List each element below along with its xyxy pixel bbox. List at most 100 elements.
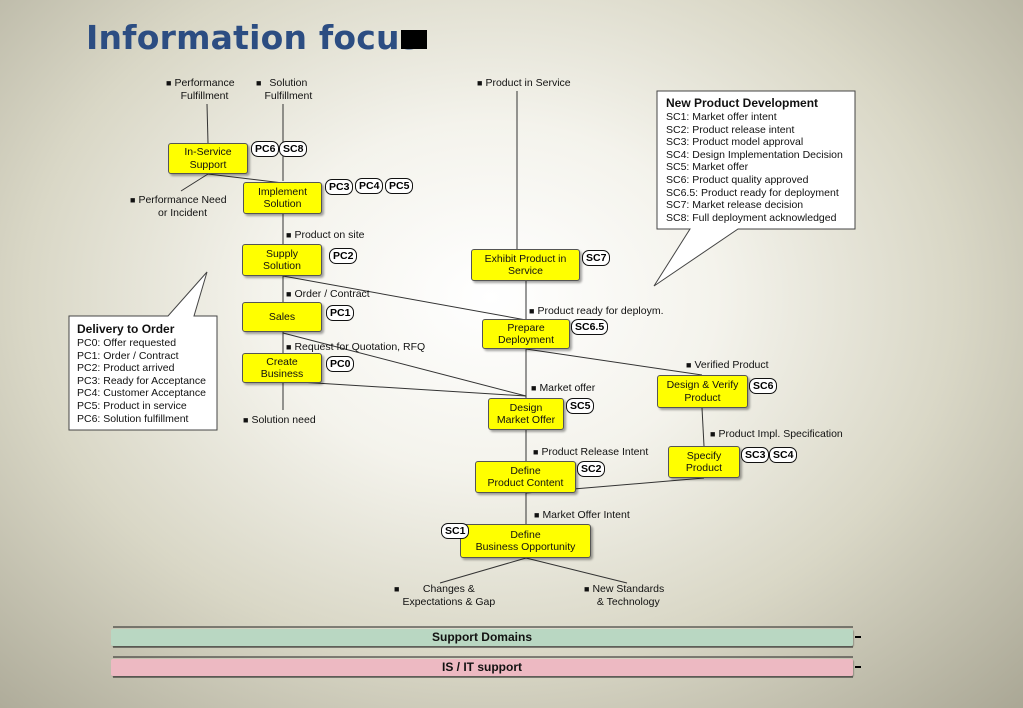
label-market-offer: ■Market offer xyxy=(531,382,596,394)
dto-item: PC1: Order / Contract xyxy=(77,349,179,362)
connector-support-to-implement xyxy=(207,173,284,184)
label-product-on-site: ■Product on site xyxy=(286,229,365,241)
tag-sc3: SC3 xyxy=(741,447,770,463)
sales-box[interactable]: Sales xyxy=(242,302,322,332)
dto-item: PC5: Product in service xyxy=(77,399,187,412)
is-it-support-band-end xyxy=(855,666,861,668)
tag-pc5: PC5 xyxy=(385,178,414,194)
bullet-icon: ■ xyxy=(286,289,292,299)
bullet-icon: ■ xyxy=(529,306,535,316)
tag-sc2: SC2 xyxy=(577,461,606,477)
tag-sc6: SC6 xyxy=(749,378,778,394)
in-service-support-label: In-Service Support xyxy=(184,146,232,171)
design-market-offer-box[interactable]: Design Market Offer xyxy=(488,398,564,430)
page-title: Information focus xyxy=(86,18,420,57)
implement-solution-label: Implement Solution xyxy=(257,185,308,211)
in-service-support-box[interactable]: In-Service Support xyxy=(168,143,248,174)
tag-sc5: SC5 xyxy=(566,398,595,414)
connector-sales-market-offer xyxy=(282,332,527,397)
connector-prepare-design-verify xyxy=(525,348,703,376)
label-solution-fulfillment: ■Solution Fulfillment xyxy=(256,77,313,102)
exhibit-product-label: Exhibit Product in Service xyxy=(484,252,567,278)
dto-item: PC3: Ready for Acceptance xyxy=(77,374,206,387)
define-product-content-label: Define Product Content xyxy=(487,464,564,490)
npd-item: SC7: Market release decision xyxy=(666,199,804,212)
bullet-icon: ■ xyxy=(166,78,172,88)
connector-performance-fulfillment xyxy=(206,103,209,144)
npd-item: SC5: Market offer xyxy=(666,161,749,174)
npd-item: SC6: Product quality approved xyxy=(666,173,809,186)
bullet-icon: ■ xyxy=(286,230,292,240)
sales-label: Sales xyxy=(268,310,296,323)
label-product-ready: ■Product ready for deploym. xyxy=(529,305,664,317)
npd-item: SC6.5: Product ready for deployment xyxy=(666,186,839,199)
prepare-deployment-box[interactable]: Prepare Deployment xyxy=(482,319,570,349)
define-business-opportunity-box[interactable]: Define Business Opportunity xyxy=(460,524,591,558)
bullet-icon: ■ xyxy=(256,78,262,88)
bullet-icon: ■ xyxy=(533,447,539,457)
connector-supply-prepare xyxy=(282,275,527,321)
tag-sc6-5: SC6.5 xyxy=(571,319,609,335)
label-solution-need: ■Solution need xyxy=(243,414,316,426)
support-domains-band-end xyxy=(855,636,861,638)
support-domains-band[interactable]: Support Domains xyxy=(111,629,853,646)
bullet-icon: ■ xyxy=(531,383,537,393)
dto-item: PC2: Product arrived xyxy=(77,362,175,375)
design-verify-label: Design & Verify Product xyxy=(666,379,739,404)
bullet-icon: ■ xyxy=(477,78,483,88)
npd-item: SC2: Product release intent xyxy=(666,123,795,136)
implement-solution-box[interactable]: Implement Solution xyxy=(243,182,322,214)
delivery-to-order-heading: Delivery to Order xyxy=(77,322,175,336)
label-product-impl-spec: ■Product Impl. Specification xyxy=(710,428,843,440)
bullet-icon: ■ xyxy=(286,342,292,352)
label-performance-fulfillment: ■Performance Fulfillment xyxy=(166,77,235,102)
create-business-box[interactable]: Create Business xyxy=(242,353,322,383)
npd-item: SC8: Full deployment acknowledged xyxy=(666,211,837,224)
bullet-icon: ■ xyxy=(130,195,136,205)
specify-product-box[interactable]: Specify Product xyxy=(668,446,740,478)
dto-item: PC0: Offer requested xyxy=(77,337,177,349)
bullet-icon: ■ xyxy=(686,360,692,370)
define-product-content-box[interactable]: Define Product Content xyxy=(475,461,576,493)
delivery-to-order-callout xyxy=(68,271,218,431)
label-performance-need: ■Performance Need or Incident xyxy=(130,194,227,219)
new-product-development-legend: New Product Development SC1: Market offe… xyxy=(666,96,843,224)
is-it-support-band[interactable]: IS / IT support xyxy=(111,659,853,676)
specify-product-label: Specify Product xyxy=(685,449,723,475)
tag-sc1: SC1 xyxy=(441,523,470,539)
label-product-in-service: ■Product in Service xyxy=(477,77,571,89)
connector-verify-specify xyxy=(701,407,705,447)
tag-sc7: SC7 xyxy=(582,250,611,266)
npd-item: SC3: Product model approval xyxy=(666,136,804,149)
tag-pc4: PC4 xyxy=(355,178,384,194)
design-verify-product-box[interactable]: Design & Verify Product xyxy=(657,375,748,408)
dto-item: PC6: Solution fulfillment xyxy=(77,412,189,425)
tag-sc8: SC8 xyxy=(279,141,308,157)
tag-pc0: PC0 xyxy=(326,356,355,372)
bullet-icon: ■ xyxy=(584,584,590,594)
prepare-deployment-label: Prepare Deployment xyxy=(497,321,555,347)
npd-item: SC1: Market offer intent xyxy=(666,111,777,123)
label-changes-expectations: ■Changes & Expectations & Gap xyxy=(394,583,496,608)
bullet-icon: ■ xyxy=(243,415,249,425)
exhibit-product-in-service-box[interactable]: Exhibit Product in Service xyxy=(471,249,580,281)
bullet-icon: ■ xyxy=(710,429,716,439)
npd-item: SC4: Design Implementation Decision xyxy=(666,148,843,161)
dto-item: PC4: Customer Acceptance xyxy=(77,387,206,400)
title-square-icon xyxy=(401,30,427,49)
tag-pc1: PC1 xyxy=(326,305,355,321)
bullet-icon: ■ xyxy=(534,510,540,520)
new-product-development-heading: New Product Development xyxy=(666,96,819,110)
connector-performance-need xyxy=(180,173,209,192)
label-order-contract: ■Order / Contract xyxy=(286,288,370,300)
label-product-release-intent: ■Product Release Intent xyxy=(533,446,649,458)
label-market-offer-intent: ■Market Offer Intent xyxy=(534,509,630,521)
delivery-to-order-legend: Delivery to Order PC0: Offer requested P… xyxy=(77,322,206,425)
tag-sc4: SC4 xyxy=(769,447,798,463)
connector-create-market-offer xyxy=(282,380,527,397)
supply-solution-box[interactable]: Supply Solution xyxy=(242,244,322,276)
tag-pc3: PC3 xyxy=(325,179,354,195)
new-product-development-callout xyxy=(653,90,856,287)
connector-changes xyxy=(439,557,527,584)
